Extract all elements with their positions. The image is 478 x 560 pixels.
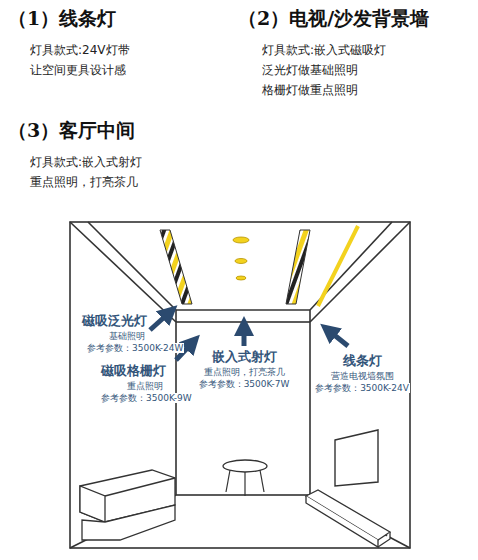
callout-spec: 参考参数：3500K-24W bbox=[86, 343, 184, 353]
callout-spec: 参考参数：3500K-9W bbox=[100, 393, 193, 403]
spec-text: 灯具款式:嵌入式射灯 bbox=[30, 156, 142, 170]
callout-title: 磁吸泛光灯 bbox=[81, 314, 148, 329]
callout-title: 嵌入式射灯 bbox=[211, 350, 278, 365]
section-heading: （1）线条灯 bbox=[8, 8, 116, 30]
note-text: 格栅灯做重点照明 bbox=[262, 84, 358, 98]
callout-note: 营造电视墙氛围 bbox=[330, 371, 395, 381]
callout-title: 线条灯 bbox=[342, 354, 383, 369]
spec-text: 灯具款式:嵌入式磁吸灯 bbox=[262, 44, 386, 58]
callout-title: 磁吸格栅灯 bbox=[100, 364, 167, 379]
callout-spec: 参考参数：3500K-24V bbox=[314, 383, 410, 393]
section-heading: （3）客厅中间 bbox=[8, 120, 135, 142]
callout-note: 重点照明 bbox=[126, 381, 164, 391]
callout-spec: 参考参数：3500K-7W bbox=[198, 379, 291, 389]
note-text: 泛光灯做基础照明 bbox=[262, 64, 358, 78]
section-heading: （2）电视/沙发背景墙 bbox=[238, 8, 429, 30]
note-text: 让空间更具设计感 bbox=[30, 64, 126, 78]
spec-text: 灯具款式:24V灯带 bbox=[30, 44, 130, 58]
callout-note: 基础照明 bbox=[108, 331, 146, 341]
note-text: 重点照明，打亮茶几 bbox=[30, 176, 138, 190]
callout-note: 重点照明，打亮茶几 bbox=[203, 367, 286, 377]
